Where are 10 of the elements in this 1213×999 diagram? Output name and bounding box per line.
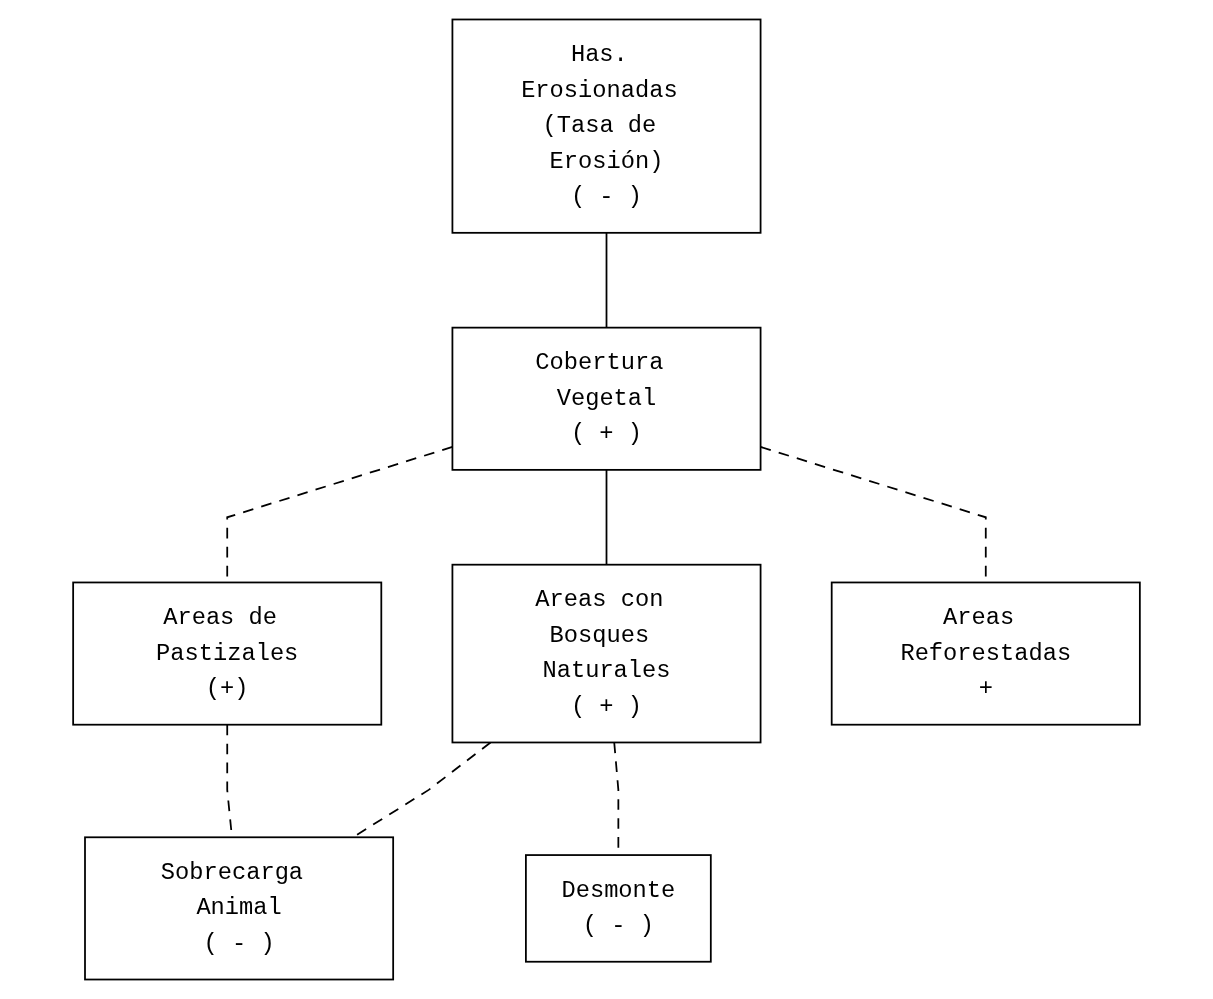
node-box [451,326,762,471]
node-box [84,836,395,981]
node-box [830,581,1141,726]
connector [605,231,608,329]
node-box [72,581,383,726]
node-box [451,18,762,234]
connector [605,469,608,566]
node-box [525,854,712,963]
node-box [451,563,762,744]
diagram: Has. Erosionadas (Tasa de Erosión) ( - ) Cobertura Vegetal ( + ) Areas de Pastizales (+) Areas con Bosques Naturales ( + ) Areas Reforestadas + Sobrecarga Animal ( - ) Desmonte ( - ) [10,10,1203,989]
